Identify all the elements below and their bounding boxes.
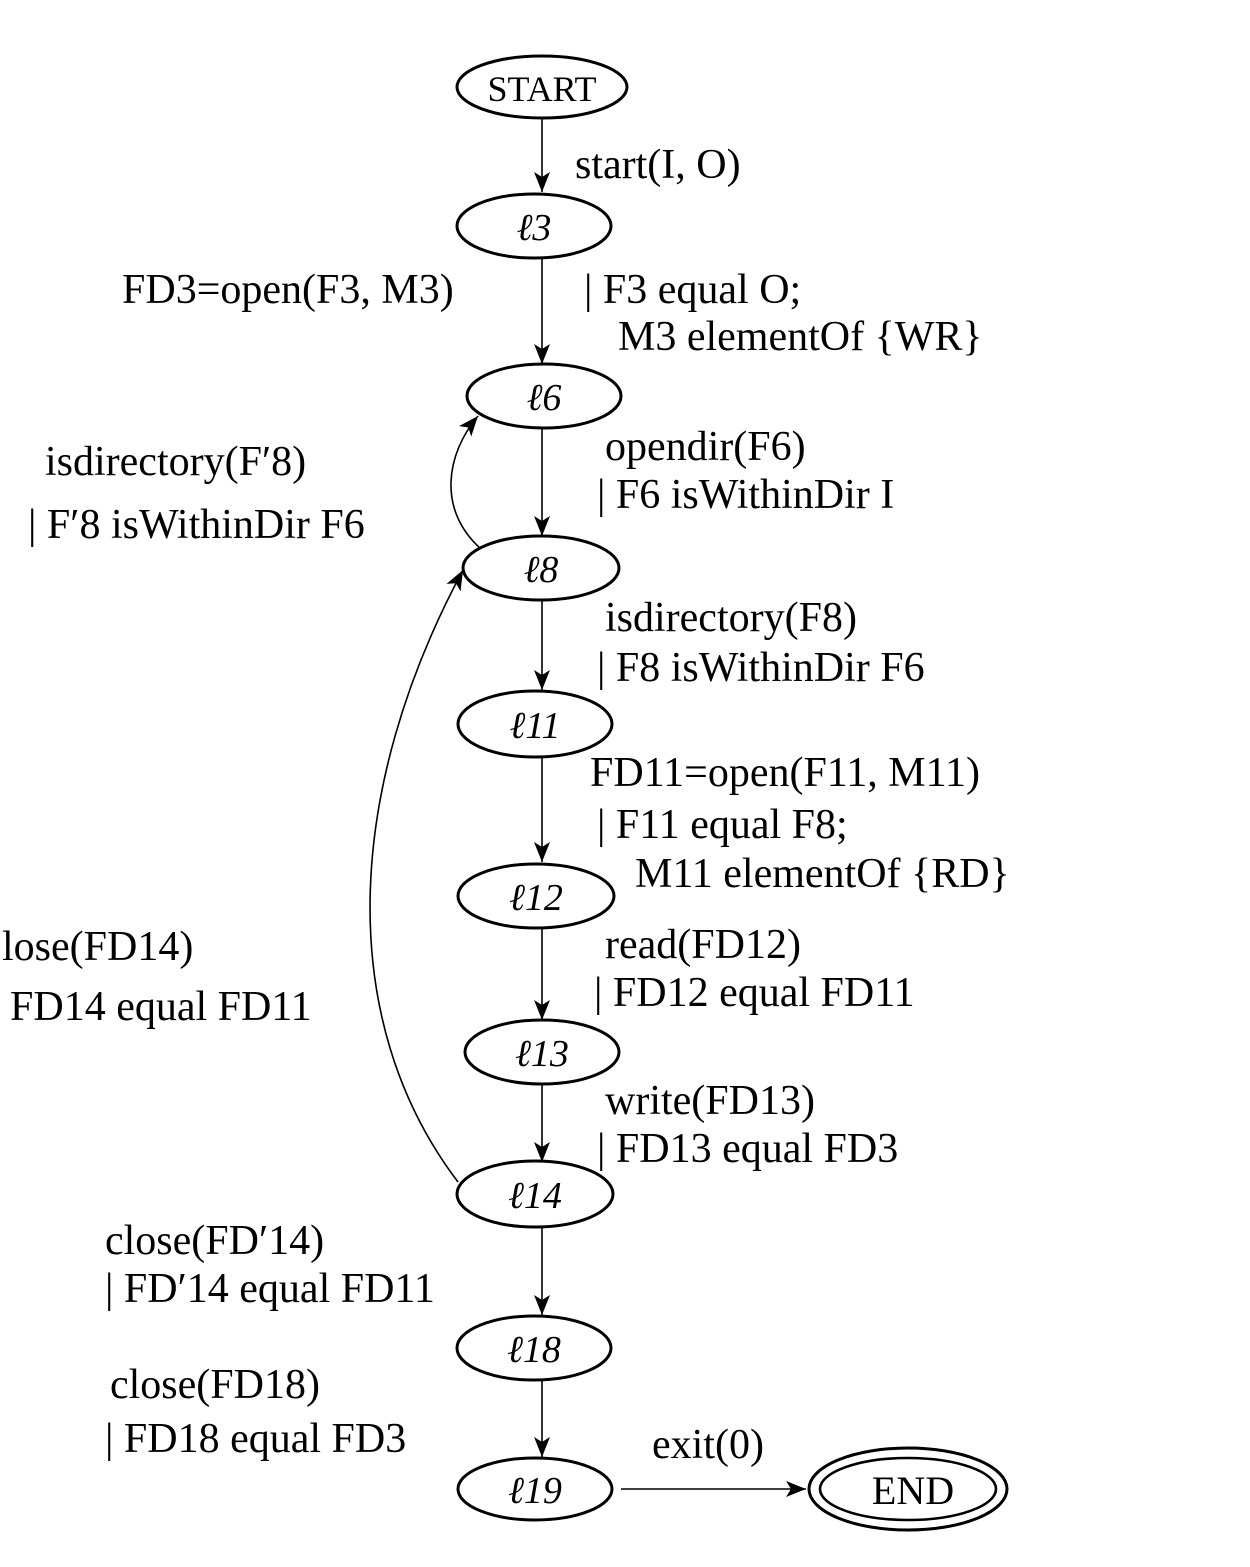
edges [369, 118, 806, 1497]
nodes: START ℓ3 ℓ6 ℓ8 ℓ11 ℓ12 ℓ13 ℓ14 [455, 54, 1009, 1532]
node-l13-label: ℓ13 [515, 1033, 569, 1075]
label-l3-l6-action: FD3=open(F3, M3) [122, 267, 454, 313]
label-l11-l12-constraint-2: M11 elementOf {RD} [635, 851, 1010, 897]
node-l3-label: ℓ3 [517, 207, 552, 249]
node-l8-label: ℓ8 [524, 549, 559, 591]
node-l11: ℓ11 [456, 689, 614, 759]
label-l13-l14-action: write(FD13) [605, 1078, 815, 1124]
node-start-label: START [488, 69, 597, 109]
node-end-label: END [872, 1468, 954, 1513]
edge-l14-l8 [369, 569, 464, 1183]
label-l13-l14-constraint-1: | FD13 equal FD3 [597, 1126, 898, 1172]
label-l11-l12-constraint-1: | F11 equal F8; [597, 802, 848, 848]
node-l6-label: ℓ6 [527, 377, 562, 419]
label-l14-l8-action: lose(FD14) [2, 924, 193, 970]
label-l6-l8-action: opendir(F6) [605, 424, 806, 470]
label-l8-l11-action: isdirectory(F8) [605, 595, 857, 641]
label-l14-l18-constraint-1: | FD′14 equal FD11 [105, 1266, 435, 1312]
label-l12-l13-action: read(FD12) [605, 922, 801, 968]
label-l3-l6-constraint-1: | F3 equal O; [584, 267, 801, 313]
label-l14-l8-constraint-1: FD14 equal FD11 [10, 984, 312, 1030]
label-l8-l11-constraint-1: | F8 isWithinDir F6 [597, 645, 925, 691]
node-l14: ℓ14 [455, 1159, 615, 1229]
label-l8-l6-constraint-1: | F′8 isWithinDir F6 [28, 502, 365, 548]
node-l6: ℓ6 [465, 362, 623, 430]
edge-l8-l6 [450, 415, 482, 550]
label-l6-l8-constraint-1: | F6 isWithinDir I [597, 472, 894, 518]
label-l11-l12-action: FD11=open(F11, M11) [590, 750, 980, 796]
node-l18: ℓ18 [455, 1314, 613, 1382]
label-l3-l6-constraint-2: M3 elementOf {WR} [618, 314, 983, 360]
edge-labels: start(I, O) FD3=open(F3, M3) | F3 equal … [2, 142, 1010, 1468]
node-l19-label: ℓ19 [508, 1470, 562, 1512]
label-l19-end-action: exit(0) [652, 1422, 764, 1468]
label-l18-l19-action: close(FD18) [110, 1362, 320, 1408]
node-start: START [455, 54, 629, 120]
node-l11-label: ℓ11 [509, 705, 560, 747]
node-l19: ℓ19 [456, 1456, 614, 1522]
node-l3: ℓ3 [455, 192, 613, 260]
label-l18-l19-constraint-1: | FD18 equal FD3 [105, 1416, 406, 1462]
label-l12-l13-constraint-1: | FD12 equal FD11 [594, 970, 915, 1016]
node-l12: ℓ12 [456, 862, 616, 930]
node-l12-label: ℓ12 [509, 877, 563, 919]
node-end: END [807, 1446, 1009, 1532]
node-l18-label: ℓ18 [507, 1329, 561, 1371]
node-l8: ℓ8 [461, 534, 621, 602]
node-l14-label: ℓ14 [508, 1175, 562, 1217]
node-l13: ℓ13 [463, 1018, 621, 1086]
label-start-l3-action: start(I, O) [575, 142, 741, 188]
label-l14-l18-action: close(FD′14) [105, 1218, 324, 1264]
label-l8-l6-action: isdirectory(F′8) [45, 439, 306, 485]
